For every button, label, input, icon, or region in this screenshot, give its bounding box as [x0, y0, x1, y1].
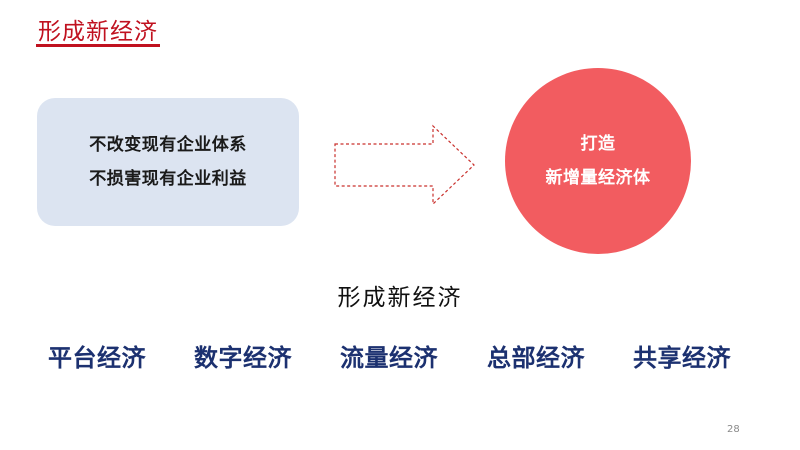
goal-line-2: 新增量经济体: [545, 168, 651, 188]
premise-box: 不改变现有企业体系 不损害现有企业利益: [37, 98, 299, 226]
economy-type-item: 总部经济: [487, 344, 585, 372]
economy-type-item: 共享经济: [633, 344, 731, 372]
economy-type-item: 数字经济: [194, 344, 292, 372]
economy-type-item: 平台经济: [48, 344, 146, 372]
title-underline: [36, 44, 160, 47]
goal-circle: 打造 新增量经济体: [505, 68, 691, 254]
premise-line-1: 不改变现有企业体系: [89, 135, 247, 155]
goal-line-1: 打造: [580, 134, 616, 154]
section-subtitle: 形成新经济: [337, 285, 463, 311]
slide-title: 形成新经济: [38, 19, 158, 45]
premise-line-2: 不损害现有企业利益: [89, 169, 247, 189]
economy-type-item: 流量经济: [340, 344, 438, 372]
page-number: 28: [727, 424, 740, 435]
dashed-right-arrow-icon: [334, 124, 475, 206]
economy-types-row: 平台经济 数字经济 流量经济 总部经济 共享经济: [0, 338, 800, 374]
